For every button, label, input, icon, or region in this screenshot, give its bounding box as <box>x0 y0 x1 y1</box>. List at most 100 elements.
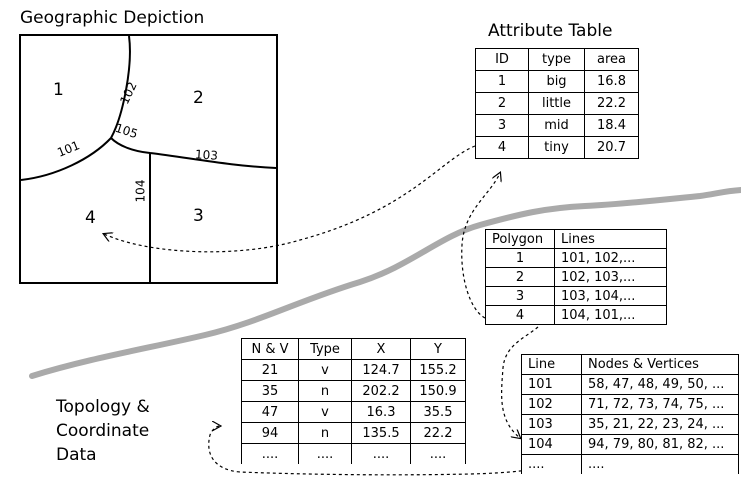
cell-type: n <box>298 422 352 444</box>
table-row: 3 103, 104,... <box>485 286 667 306</box>
cell-type: v <box>298 401 352 423</box>
table-row: 1 big 16.8 <box>475 70 639 93</box>
cell-id: .... <box>241 443 299 464</box>
cell-id: 3 <box>475 114 529 137</box>
cell-id: 47 <box>241 401 299 423</box>
header-y: Y <box>410 338 466 360</box>
cell-line: .... <box>521 454 582 474</box>
cell-type: v <box>298 359 352 381</box>
table-row: 2 little 22.2 <box>475 92 639 115</box>
cell-area: 22.2 <box>584 92 639 115</box>
cell-area: 20.7 <box>584 136 639 159</box>
cell-x: 124.7 <box>351 359 411 381</box>
cell-id: 2 <box>475 92 529 115</box>
table-row: 94 n 135.5 22.2 <box>241 422 466 444</box>
table-row: 103 35, 21, 22, 23, 24, ... <box>521 414 739 435</box>
table-row: 3 mid 18.4 <box>475 114 639 137</box>
map-line-105 <box>110 137 151 154</box>
cell-lines: 104, 101,... <box>554 305 667 325</box>
arrow-polygon-to-lines <box>501 326 539 438</box>
header-line: Line <box>521 354 582 375</box>
map-line-102 <box>110 36 131 139</box>
table-row: 21 v 124.7 155.2 <box>241 359 466 381</box>
cell-polygon: 1 <box>485 248 555 268</box>
line-103-label: 103 <box>194 147 219 163</box>
divider-stroke <box>29 187 741 379</box>
table-row: 102 71, 72, 73, 74, 75, ... <box>521 394 739 415</box>
cell-area: 18.4 <box>584 114 639 137</box>
header-polygon: Polygon <box>485 229 555 249</box>
topology-title-line-2: Coordinate <box>56 421 150 441</box>
table-row: 104 94, 79, 80, 81, 82, ... <box>521 434 739 455</box>
cell-x: 135.5 <box>351 422 411 444</box>
header-type: type <box>528 48 585 71</box>
topology-title-line-1: Topology & <box>56 397 150 417</box>
cell-type: big <box>528 70 585 93</box>
cell-type: little <box>528 92 585 115</box>
polygon-lines-table: Polygon Lines 1 101, 102,... 2 102, 103,… <box>485 229 667 325</box>
table-row: 1 101, 102,... <box>485 248 667 268</box>
polygon-4-label: 4 <box>85 208 96 228</box>
nodes-vertices-table: N & V Type X Y 21 v 124.7 155.2 35 n 202… <box>241 338 466 464</box>
cell-type: .... <box>298 443 352 464</box>
cell-y: 35.5 <box>410 401 466 423</box>
cell-nodes: 58, 47, 48, 49, 50, ... <box>581 374 739 395</box>
header-x: X <box>351 338 411 360</box>
cell-y: .... <box>410 443 466 464</box>
cell-id: 1 <box>475 70 529 93</box>
attribute-table-header: ID type area <box>475 48 639 71</box>
geographic-depiction-title: Geographic Depiction <box>20 8 205 28</box>
header-lines: Lines <box>554 229 667 249</box>
cell-type: n <box>298 380 352 402</box>
geographic-map: 1 2 3 4 101 102 103 104 105 <box>19 34 278 284</box>
cell-x: .... <box>351 443 411 464</box>
nodes-table-header: N & V Type X Y <box>241 338 466 360</box>
header-nodes-vertices: Nodes & Vertices <box>581 354 739 375</box>
cell-id: 94 <box>241 422 299 444</box>
arrow-polygon-to-attribute <box>461 173 500 319</box>
table-row: 101 58, 47, 48, 49, 50, ... <box>521 374 739 395</box>
table-row: 2 102, 103,... <box>485 267 667 287</box>
cell-lines: 102, 103,... <box>554 267 667 287</box>
cell-polygon: 2 <box>485 267 555 287</box>
cell-line: 104 <box>521 434 582 455</box>
table-row: 47 v 16.3 35.5 <box>241 401 466 423</box>
line-104-label: 104 <box>133 179 148 203</box>
header-area: area <box>584 48 639 71</box>
attribute-table-title: Attribute Table <box>488 21 613 41</box>
polygon-table-header: Polygon Lines <box>485 229 667 249</box>
cell-x: 202.2 <box>351 380 411 402</box>
cell-type: tiny <box>528 136 585 159</box>
map-line-103 <box>149 152 276 169</box>
header-type: Type <box>298 338 352 360</box>
table-row: 35 n 202.2 150.9 <box>241 380 466 402</box>
map-lines-svg <box>21 36 276 282</box>
cell-nodes: 71, 72, 73, 74, 75, ... <box>581 394 739 415</box>
polygon-3-label: 3 <box>193 206 204 226</box>
cell-line: 102 <box>521 394 582 415</box>
polygon-1-label: 1 <box>53 80 64 100</box>
cell-lines: 103, 104,... <box>554 286 667 306</box>
table-row: 4 104, 101,... <box>485 305 667 325</box>
arrow-attribute-to-map <box>104 145 476 253</box>
cell-line: 103 <box>521 414 582 435</box>
topology-coordinate-title: Topology & Coordinate Data <box>56 395 150 467</box>
cell-y: 150.9 <box>410 380 466 402</box>
cell-lines: 101, 102,... <box>554 248 667 268</box>
header-n-and-v: N & V <box>241 338 299 360</box>
cell-id: 4 <box>475 136 529 159</box>
line-table-header: Line Nodes & Vertices <box>521 354 739 375</box>
map-line-101 <box>21 137 112 181</box>
cell-id: 21 <box>241 359 299 381</box>
table-row: .... .... <box>521 454 739 474</box>
table-row: 4 tiny 20.7 <box>475 136 639 159</box>
arrow-lines-to-nodes <box>208 426 583 476</box>
polygon-2-label: 2 <box>193 88 204 108</box>
topology-title-line-3: Data <box>56 445 97 465</box>
header-id: ID <box>475 48 529 71</box>
cell-nodes: 35, 21, 22, 23, 24, ... <box>581 414 739 435</box>
cell-id: 35 <box>241 380 299 402</box>
cell-y: 22.2 <box>410 422 466 444</box>
cell-type: mid <box>528 114 585 137</box>
